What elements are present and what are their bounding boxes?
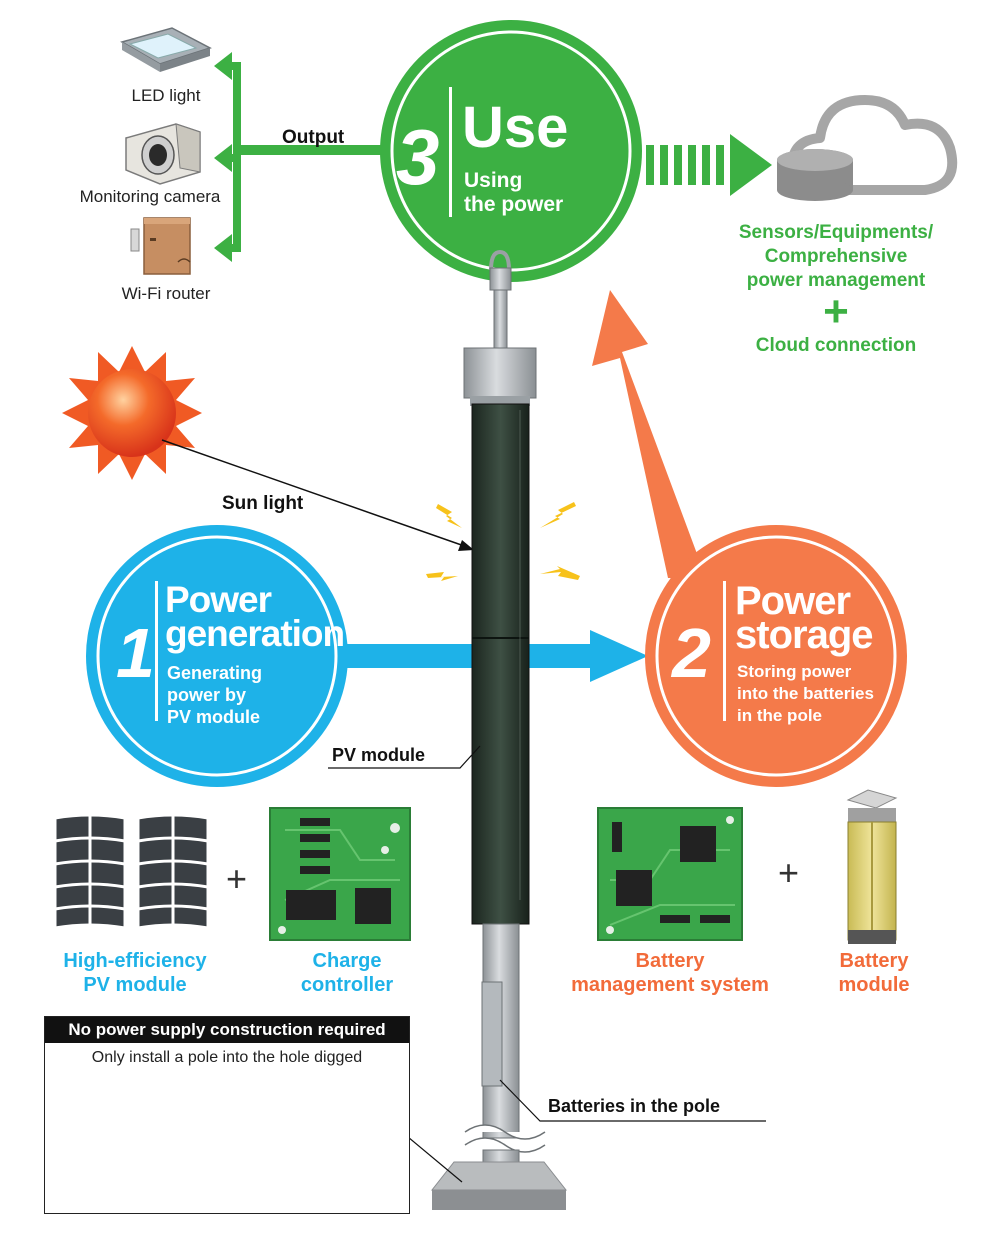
use-subtitle-2: the power (464, 193, 564, 216)
storage-number: 2 (672, 614, 711, 692)
generation-circle (86, 525, 348, 787)
pole (430, 249, 568, 1210)
sun-ray (161, 439, 471, 549)
storage-title-2: storage (735, 613, 873, 657)
monitoring-camera-label: Monitoring camera (79, 187, 221, 206)
monitoring-camera-icon (125, 123, 201, 185)
cloud-arrow (646, 134, 772, 196)
battery-module-label-2: module (838, 974, 910, 996)
battery-module-icon (846, 789, 898, 944)
storage-subtitle-2: into the batteries (737, 684, 874, 703)
charge-controller-label-2: controller (300, 974, 394, 996)
installation-heading: No power supply construction required (45, 1017, 409, 1043)
output-arrows (214, 52, 383, 262)
pv-panel-icon (53, 813, 210, 930)
storage-subtitle-1: Storing power (737, 662, 852, 681)
generation-subtitle-2: power by (167, 685, 247, 705)
generation-subtitle-1: Generating (167, 663, 263, 683)
storage-to-use-arrow (592, 290, 706, 578)
batteries-in-pole-label: Batteries in the pole (548, 1096, 721, 1116)
charge-controller-icon (269, 807, 411, 941)
battery-management-system-icon (597, 807, 743, 941)
led-light-icon (120, 27, 212, 72)
use-subtitle-1: Using (464, 169, 523, 192)
storage-circle (645, 525, 907, 787)
bms-label-2: management system (571, 974, 769, 996)
plus-sign-right: + (778, 852, 800, 893)
use-title: Use (462, 95, 569, 160)
cloud-line-3: power management (746, 270, 926, 291)
pv-module-label: PV module (332, 745, 426, 765)
sun-light-label: Sun light (222, 493, 304, 514)
generation-number: 1 (116, 614, 155, 692)
pv-component-label-2: PV module (83, 974, 187, 996)
spark-icons (426, 502, 580, 581)
pv-component-label-1: High-efficiency (63, 950, 207, 972)
installation-box: No power supply construction required On… (44, 1016, 410, 1214)
cloud-icon (777, 95, 958, 201)
installation-subheading: Only install a pole into the hole digged (91, 1049, 363, 1066)
cloud-line-2: Comprehensive (764, 246, 908, 267)
led-light-label: LED light (131, 86, 201, 105)
output-label: Output (282, 127, 345, 148)
battery-module-label-1: Battery (839, 950, 909, 972)
cloud-line-4: Cloud connection (755, 335, 917, 356)
generation-title-2: generation (165, 613, 345, 654)
storage-title-1: Power (735, 579, 851, 623)
sun-icon (62, 346, 202, 480)
bms-label-1: Battery (635, 950, 705, 972)
plus-sign-left: + (226, 858, 248, 899)
generation-title-1: Power (165, 579, 272, 620)
storage-subtitle-3: in the pole (737, 706, 822, 725)
use-circle (380, 20, 642, 282)
cloud-line-1: Sensors/Equipments/ (738, 222, 934, 243)
charge-controller-label-1: Charge (312, 950, 382, 972)
use-number: 3 (396, 113, 440, 201)
generation-to-storage-arrow (330, 630, 648, 682)
generation-subtitle-3: PV module (167, 707, 261, 727)
wifi-router-icon (130, 217, 191, 275)
cloud-plus: + (823, 287, 849, 336)
wifi-router-label: Wi-Fi router (121, 284, 211, 303)
